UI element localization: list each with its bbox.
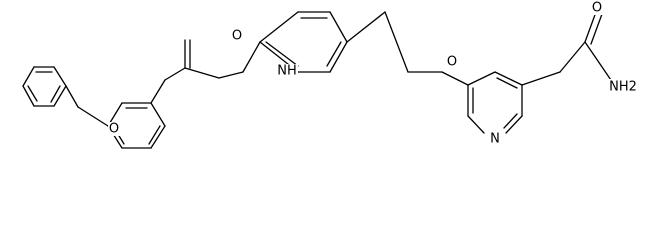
atom-o-ether-left: O bbox=[109, 122, 119, 137]
bond-inner bbox=[265, 41, 299, 67]
bond-inner bbox=[503, 113, 518, 129]
molecule-structure: O O NH O N O NH2 bbox=[22, 1, 638, 149]
bond bbox=[259, 11, 299, 43]
bond bbox=[329, 41, 348, 73]
bond bbox=[164, 67, 186, 81]
atom-nh2: NH2 bbox=[609, 80, 637, 95]
bond bbox=[22, 85, 35, 107]
ring-phenoxy bbox=[22, 66, 67, 107]
label-o-ether-left: O bbox=[108, 122, 120, 137]
label-nh-amide: NH bbox=[276, 64, 298, 79]
bond bbox=[150, 79, 166, 104]
bond bbox=[242, 41, 261, 73]
bond bbox=[559, 41, 586, 73]
bond bbox=[584, 11, 597, 43]
bond bbox=[590, 13, 603, 45]
label-n-pyridine: N bbox=[489, 132, 501, 147]
atom-n-pyridine: N bbox=[490, 132, 500, 147]
bond bbox=[150, 102, 166, 127]
bond-inner bbox=[148, 125, 161, 145]
bond-inner bbox=[326, 41, 342, 67]
bond bbox=[494, 71, 523, 86]
ring-pyridine bbox=[467, 71, 523, 134]
bond bbox=[467, 115, 485, 134]
bond bbox=[329, 11, 348, 43]
bond bbox=[53, 85, 67, 107]
bond bbox=[53, 66, 67, 87]
bond bbox=[584, 41, 616, 87]
atom-nh-amide: NH bbox=[277, 64, 297, 79]
bond bbox=[346, 11, 386, 43]
bond bbox=[218, 71, 244, 79]
bond bbox=[505, 115, 523, 134]
molecule-diagram: O O NH O N O NH2 bbox=[22, 1, 638, 149]
label-o-carbonyl-left: O bbox=[231, 29, 243, 44]
atom-o-carbonyl-right: O bbox=[592, 1, 602, 16]
ring-anilide bbox=[242, 11, 348, 73]
bond-inner bbox=[27, 85, 38, 102]
bond bbox=[150, 125, 166, 149]
label-o-ether-mid: O bbox=[446, 55, 458, 70]
bond bbox=[441, 71, 469, 86]
bond-inner bbox=[50, 85, 61, 103]
bond bbox=[77, 106, 109, 127]
label-nh2: NH2 bbox=[608, 79, 638, 95]
bond bbox=[467, 71, 496, 86]
bond bbox=[384, 11, 409, 73]
label-o-carbonyl-right: O bbox=[591, 1, 603, 16]
bond-inner bbox=[496, 77, 518, 89]
atom-o-carbonyl-left: O bbox=[232, 29, 242, 44]
atom-o-ether-mid: O bbox=[447, 55, 457, 70]
bond bbox=[184, 67, 220, 79]
bond bbox=[22, 66, 35, 87]
bond bbox=[521, 71, 561, 86]
bond bbox=[65, 85, 79, 108]
